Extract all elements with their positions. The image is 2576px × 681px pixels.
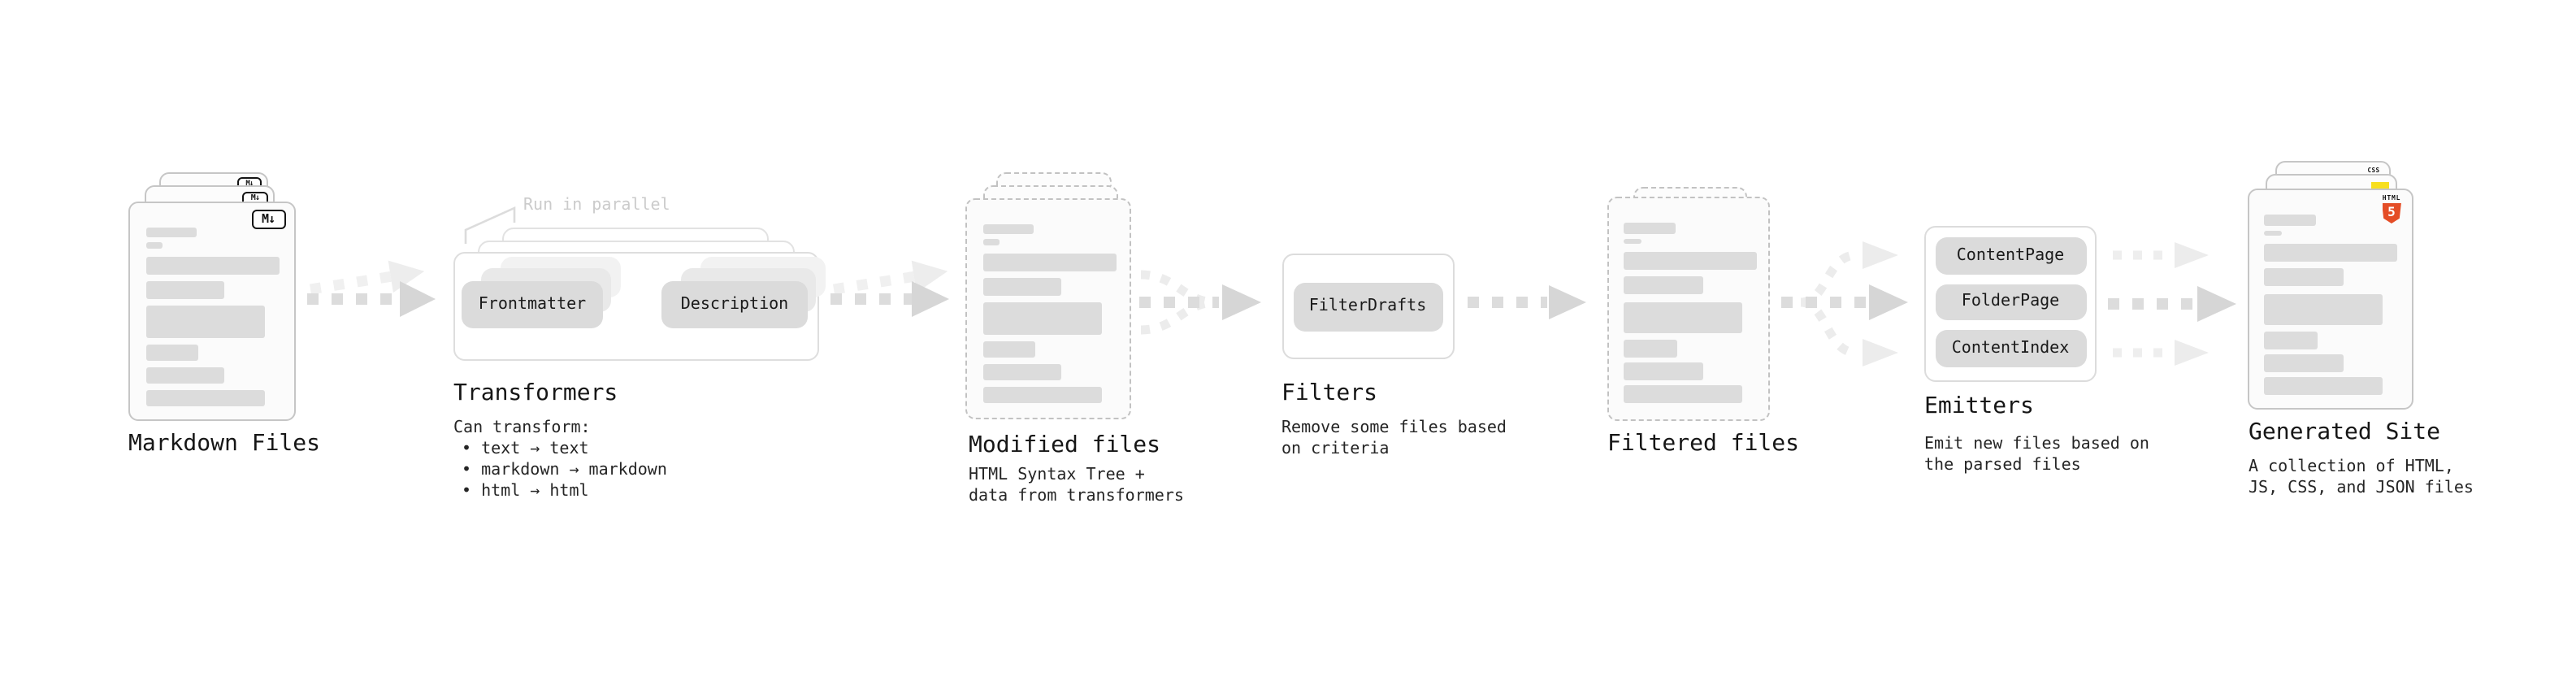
filtered-file-card-front [1607, 197, 1770, 420]
doc-skeleton-lines [1608, 198, 1768, 419]
doc-skeleton-lines [130, 202, 293, 419]
arrow-filtered-to-emitters-icon [1781, 241, 1908, 367]
markdown-files-label: Markdown Files [128, 431, 321, 457]
arrow-markdown-to-transformers-icon [307, 260, 436, 317]
transformers-caption-intro: Can transform: [453, 419, 591, 436]
markdown-file-card-front: M↓ [128, 201, 295, 420]
emitters-caption: Emit new files based on the parsed files [1924, 435, 2149, 474]
emitters-label: Emitters [1924, 393, 2034, 419]
arrow-transformers-to-modified-icon [830, 260, 949, 317]
filters-caption: Remove some files based on criteria [1281, 419, 1507, 458]
frontmatter-chip: Frontmatter [462, 280, 603, 327]
generated-site-caption: A collection of HTML, JS, CSS, and JSON … [2249, 458, 2474, 497]
description-chip: Description [661, 280, 808, 327]
doc-skeleton-lines [967, 199, 1130, 417]
filtered-files-label: Filtered files [1607, 431, 1800, 457]
filterdrafts-chip: FilterDrafts [1293, 282, 1442, 331]
html5-icon: HTML 5 [2381, 193, 2402, 223]
modified-files-caption: HTML Syntax Tree + data from transformer… [969, 466, 1184, 505]
transform-bullet: • markdown → markdown [462, 461, 667, 479]
modified-files-label: Modified files [969, 432, 1161, 458]
contentindex-chip: ContentIndex [1935, 330, 2086, 367]
arrow-emitters-to-generated-icon [2108, 242, 2236, 366]
arrow-filters-to-filtered-icon [1468, 285, 1586, 319]
generated-site-label: Generated Site [2249, 419, 2441, 445]
markdown-icon: M↓ [251, 209, 285, 229]
transform-bullet: • html → html [462, 482, 589, 500]
transformers-bullet-list: • text → text • markdown → markdown • ht… [453, 438, 667, 501]
js-icon [2371, 181, 2389, 190]
modified-file-card-front [965, 197, 1131, 419]
filters-label: Filters [1281, 380, 1378, 406]
folderpage-chip: FolderPage [1935, 284, 2086, 320]
transformers-label: Transformers [453, 380, 618, 406]
run-in-parallel-annotation: Run in parallel [523, 197, 670, 215]
transform-bullet: • text → text [462, 440, 589, 458]
doc-skeleton-lines [2249, 190, 2412, 407]
contentpage-chip: ContentPage [1935, 237, 2086, 274]
generated-card-html: HTML 5 [2247, 189, 2413, 409]
arrow-modified-to-filters-icon [1139, 270, 1261, 335]
